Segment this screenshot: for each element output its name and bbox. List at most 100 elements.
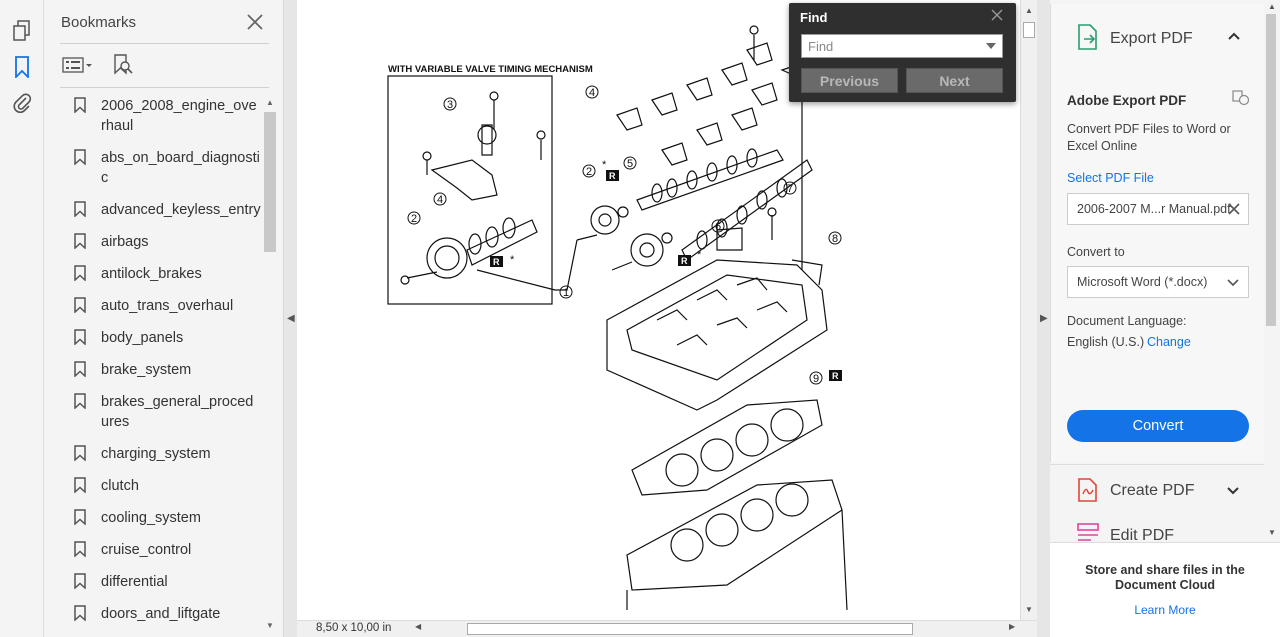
chevron-down-icon[interactable] — [1226, 485, 1240, 500]
bookmark-label: charging_system — [101, 446, 211, 462]
convert-to-select[interactable]: Microsoft Word (*.docx) — [1067, 266, 1249, 298]
selected-file-field[interactable]: 2006-2007 M...r Manual.pdf — [1067, 193, 1249, 225]
bookmark-label: airbags — [101, 234, 149, 250]
document-page[interactable]: WITH VARIABLE VALVE TIMING MECHANISM 3 4… — [297, 0, 1020, 620]
r-mark: R — [609, 171, 616, 181]
bookmark-item[interactable]: clutch — [74, 476, 264, 496]
callout-1: 1 — [563, 287, 569, 299]
edit-pdf-icon — [1077, 522, 1099, 545]
bookmark-item[interactable]: cruise_control — [74, 540, 264, 560]
export-pdf-card: Export PDF Adobe Export PDF Convert PDF … — [1050, 4, 1264, 462]
bookmark-icon — [74, 605, 86, 621]
bookmark-item[interactable]: cooling_system — [74, 508, 264, 528]
document-cloud-icon — [1232, 90, 1250, 109]
bookmarks-title: Bookmarks — [61, 14, 137, 31]
scroll-up-icon[interactable]: ▲ — [266, 98, 274, 107]
bookmark-item[interactable]: antilock_brakes — [74, 264, 264, 284]
horizontal-scroll-thumb[interactable] — [467, 623, 913, 635]
close-icon[interactable] — [990, 8, 1004, 22]
find-bookmark-icon[interactable] — [112, 53, 134, 79]
scroll-left-icon[interactable]: ◀ — [415, 622, 422, 631]
document-language-label: Document Language: — [1067, 314, 1187, 328]
bookmark-item[interactable]: auto_trans_overhaul — [74, 296, 264, 316]
export-pdf-icon — [1077, 24, 1099, 53]
scroll-thumb[interactable] — [1023, 22, 1035, 38]
bookmark-item[interactable]: advanced_keyless_entry — [74, 200, 264, 220]
scroll-down-icon[interactable]: ▼ — [1268, 528, 1276, 537]
bookmark-item[interactable]: charging_system — [74, 444, 264, 464]
scroll-up-icon[interactable]: ▲ — [1025, 6, 1033, 15]
chevron-right-icon[interactable]: ▶ — [1040, 313, 1048, 324]
clear-file-icon[interactable] — [1228, 203, 1240, 218]
callout-4: 4 — [437, 194, 443, 206]
collapse-left-panel[interactable]: ◀ — [285, 0, 297, 637]
bookmark-item[interactable]: doors_and_liftgate — [74, 604, 264, 624]
export-pdf-header[interactable]: Export PDF — [1110, 30, 1193, 47]
scroll-down-icon[interactable]: ▼ — [1025, 605, 1033, 614]
convert-button[interactable]: Convert — [1067, 410, 1249, 442]
edit-pdf-tool[interactable]: Edit PDF — [1110, 527, 1175, 541]
scroll-right-icon[interactable]: ▶ — [1009, 622, 1016, 631]
document-language-value: English (U.S.) — [1067, 335, 1145, 349]
r-mark: R — [493, 257, 500, 267]
star-mark: * — [602, 159, 607, 171]
bookmark-icon — [74, 573, 86, 589]
bookmark-icon — [74, 149, 86, 165]
divider — [1050, 464, 1264, 465]
tools-scrollbar[interactable]: ▲ ▼ — [1264, 0, 1280, 540]
find-input[interactable]: Find — [801, 34, 1003, 58]
bookmarks-panel: Bookmarks 2006_2008_engine_overhaul abs_o… — [44, 0, 284, 637]
callout-2b: 2 — [586, 166, 592, 178]
cloud-text: Store and share files in the Document Cl… — [1085, 563, 1245, 592]
bookmark-label: cooling_system — [101, 510, 201, 526]
bookmark-item[interactable]: brake_system — [74, 360, 264, 380]
bookmark-icon — [74, 393, 86, 409]
bookmark-icon — [74, 509, 86, 525]
document-scrollbar[interactable]: ▲ ▼ — [1020, 0, 1037, 620]
navigation-rail — [0, 0, 44, 637]
page-thumbnails-icon[interactable] — [10, 19, 34, 43]
change-language-link[interactable]: Change — [1147, 335, 1191, 349]
bookmark-icon — [74, 201, 86, 217]
bookmark-item[interactable]: brakes_general_procedures — [74, 392, 264, 432]
bookmark-item[interactable]: body_panels — [74, 328, 264, 348]
bookmark-item[interactable]: abs_on_board_diagnostic — [74, 148, 264, 188]
find-dialog: Find Find Previous Next — [789, 3, 1016, 102]
chevron-up-icon[interactable] — [1227, 30, 1241, 45]
bookmark-item[interactable]: 2006_2008_engine_overhaul — [74, 96, 264, 136]
chevron-left-icon[interactable]: ◀ — [287, 313, 295, 324]
bookmarks-scrollbar[interactable]: ▲ ▼ — [262, 96, 278, 632]
chevron-down-icon[interactable] — [1227, 276, 1239, 291]
collapse-right-panel[interactable]: ▶ — [1037, 0, 1050, 637]
bookmark-label: clutch — [101, 478, 139, 494]
select-pdf-file-label[interactable]: Select PDF File — [1067, 171, 1154, 185]
next-button[interactable]: Next — [906, 68, 1003, 93]
scroll-down-icon[interactable]: ▼ — [266, 621, 274, 630]
learn-more-link[interactable]: Learn More — [1134, 603, 1196, 617]
attachments-icon[interactable] — [10, 91, 34, 115]
star-mark: * — [697, 249, 702, 261]
bookmark-icon — [74, 361, 86, 377]
callout-2: 2 — [411, 213, 417, 225]
callout-5: 5 — [627, 158, 633, 170]
scroll-up-icon[interactable]: ▲ — [1268, 2, 1276, 11]
bookmark-options-icon[interactable] — [62, 55, 94, 78]
bookmark-item[interactable]: differential — [74, 572, 264, 592]
bookmark-item[interactable]: airbags — [74, 232, 264, 252]
find-placeholder: Find — [808, 39, 834, 54]
bookmark-icon — [74, 233, 86, 249]
bookmarks-icon[interactable] — [10, 55, 34, 79]
engine-diagram: WITH VARIABLE VALVE TIMING MECHANISM 3 4… — [387, 25, 848, 611]
previous-button[interactable]: Previous — [801, 68, 898, 93]
chevron-down-icon[interactable] — [986, 43, 996, 49]
create-pdf-tool[interactable]: Create PDF — [1110, 482, 1195, 499]
bookmark-label: auto_trans_overhaul — [101, 298, 234, 314]
scroll-thumb[interactable] — [264, 112, 276, 252]
bookmark-label: brake_system — [101, 362, 192, 378]
close-icon[interactable] — [245, 12, 265, 32]
service-description: Convert PDF Files to Word or Excel Onlin… — [1067, 122, 1231, 153]
bookmark-label: antilock_brakes — [101, 266, 202, 282]
scroll-thumb[interactable] — [1266, 14, 1276, 326]
service-title: Adobe Export PDF — [1067, 93, 1187, 108]
